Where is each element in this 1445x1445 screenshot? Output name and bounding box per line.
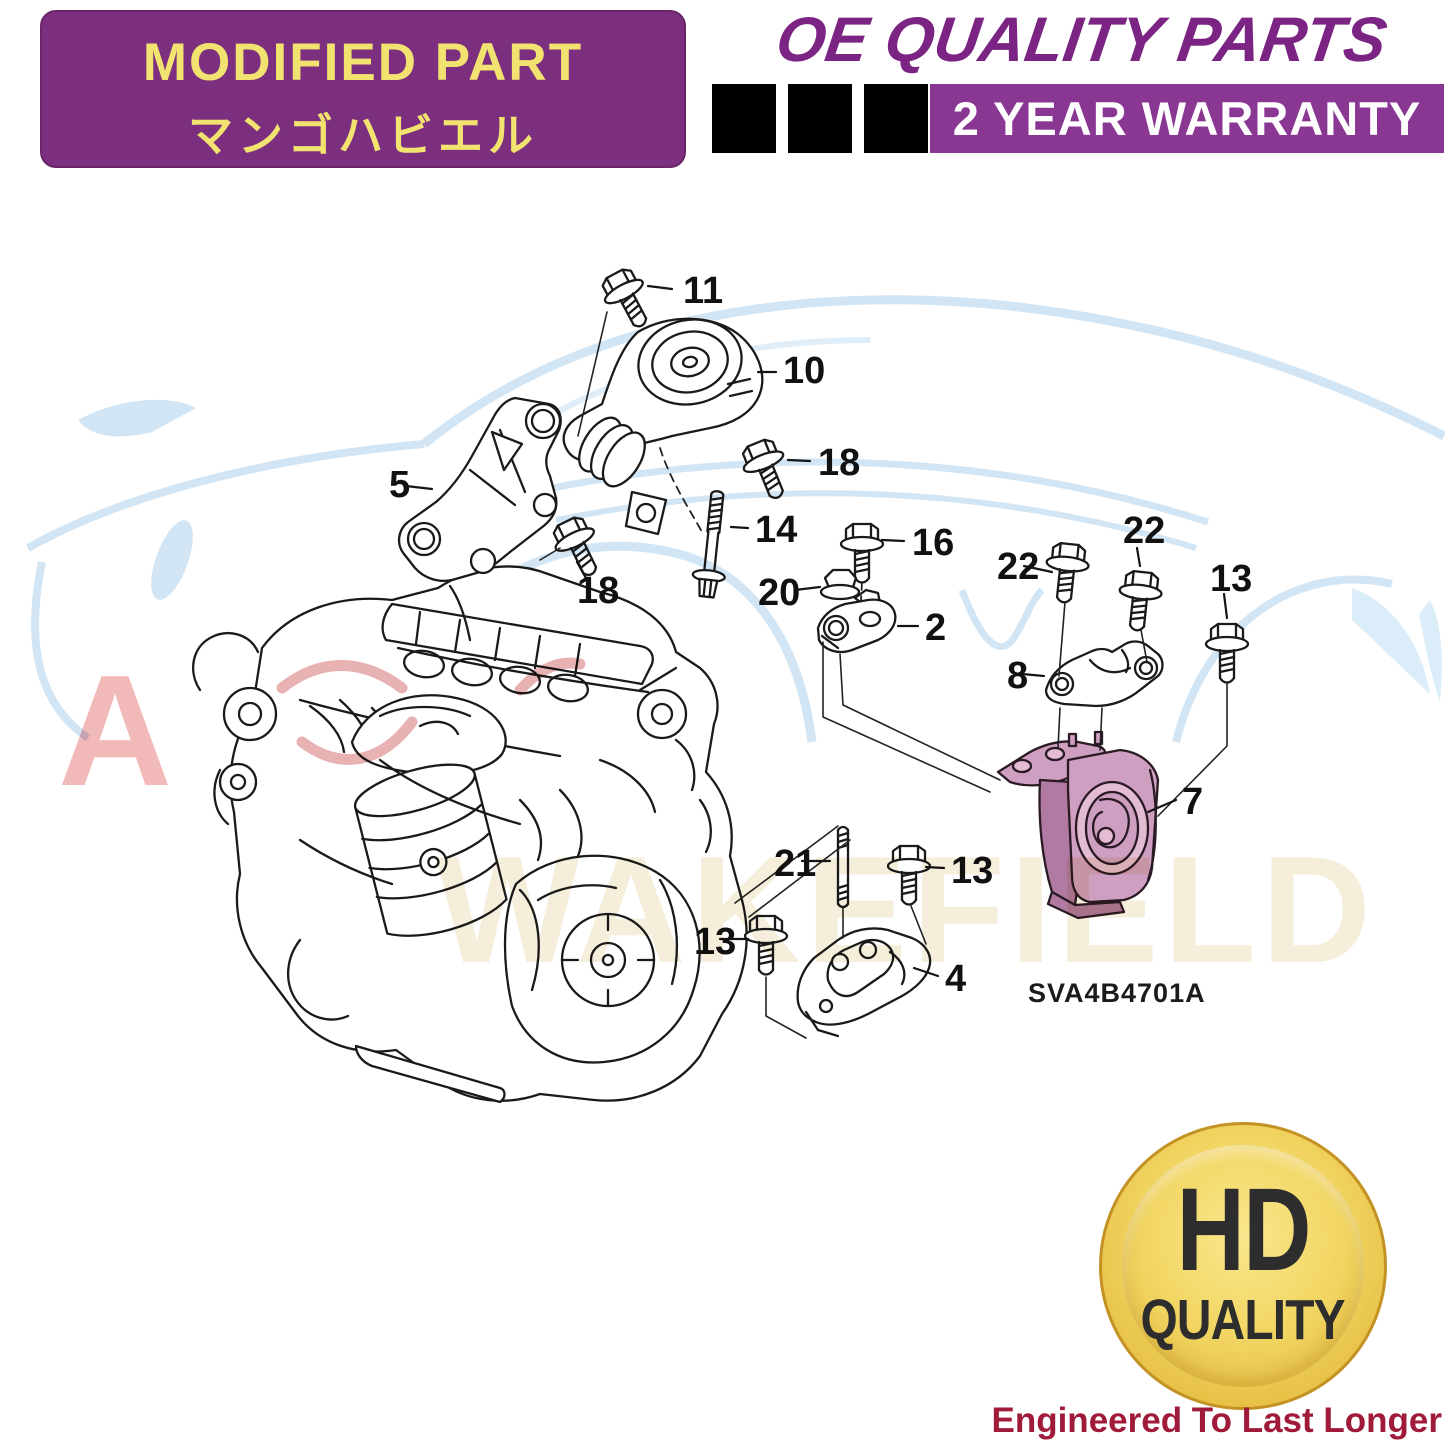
callout-14: 14 [755, 509, 797, 551]
oe-quality-parts-title: OE QUALITY PARTS [772, 5, 1391, 75]
engine-assembly-drawing [192, 565, 748, 1104]
stud-21 [836, 825, 850, 909]
leader-lines [404, 284, 1229, 978]
bolt-13-left [743, 914, 789, 976]
part-4-lower-bracket [796, 927, 932, 1038]
callout-10: 10 [783, 350, 825, 392]
warranty-square-3 [864, 84, 928, 153]
modified-part-banner: MODIFIED PART マンゴハビエル [40, 10, 686, 168]
bolt-13-mid [886, 844, 932, 906]
callout-22-top: 22 [1123, 510, 1165, 552]
nut-20 [819, 568, 861, 601]
footer-slogan: Engineered To Last Longer [991, 1401, 1442, 1440]
fasteners [545, 262, 1250, 976]
callout-18-upper: 18 [818, 442, 860, 484]
badge-line-quality: QUALITY [1140, 1287, 1346, 1352]
banner-title: MODIFIED PART [142, 33, 584, 92]
callout-8: 8 [1007, 655, 1028, 697]
badge-line-hd: HD [1176, 1164, 1311, 1297]
warranty-square-1 [712, 84, 776, 153]
callout-13-left: 13 [694, 921, 736, 963]
callout-5: 5 [389, 464, 410, 506]
part-2-stay-bracket [816, 588, 897, 654]
callout-13-mid: 13 [951, 850, 993, 892]
bolt-18-upper [735, 434, 799, 507]
oil-pan [354, 1044, 506, 1104]
callout-21: 21 [774, 843, 816, 885]
bolt-22-left [1041, 540, 1092, 606]
part-5-bracket [397, 396, 562, 582]
callout-20: 20 [758, 572, 800, 614]
warranty-square-2 [788, 84, 852, 153]
part-10-torque-rod-mount [562, 317, 764, 536]
callout-16: 16 [912, 522, 954, 564]
callout-18-lower: 18 [577, 570, 619, 612]
callout-2: 2 [925, 607, 946, 649]
warranty-banner: 2 YEAR WARRANTY [930, 84, 1444, 153]
callout-11: 11 [683, 270, 723, 312]
part-8-upper-bracket [1044, 640, 1164, 708]
callout-labels: 11 10 18 5 18 14 16 20 2 22 22 13 8 7 21… [389, 270, 1252, 1000]
part-7-engine-mount-highlighted [996, 730, 1160, 920]
bolt-22-top [1114, 568, 1165, 634]
catalytic-converter [353, 763, 508, 937]
bolt-13-right [1204, 622, 1250, 684]
callout-22-left: 22 [997, 546, 1039, 588]
hd-quality-badge: HD QUALITY [1099, 1122, 1387, 1410]
callout-13-right: 13 [1210, 558, 1252, 600]
long-bolt-14 [691, 490, 726, 599]
banner-subtitle-japanese: マンゴハビエル [187, 110, 538, 161]
callout-4: 4 [945, 958, 966, 1000]
assembly-lines [539, 311, 1228, 1039]
callout-7: 7 [1182, 781, 1203, 823]
diagram-part-code: SVA4B4701A [1028, 978, 1206, 1008]
